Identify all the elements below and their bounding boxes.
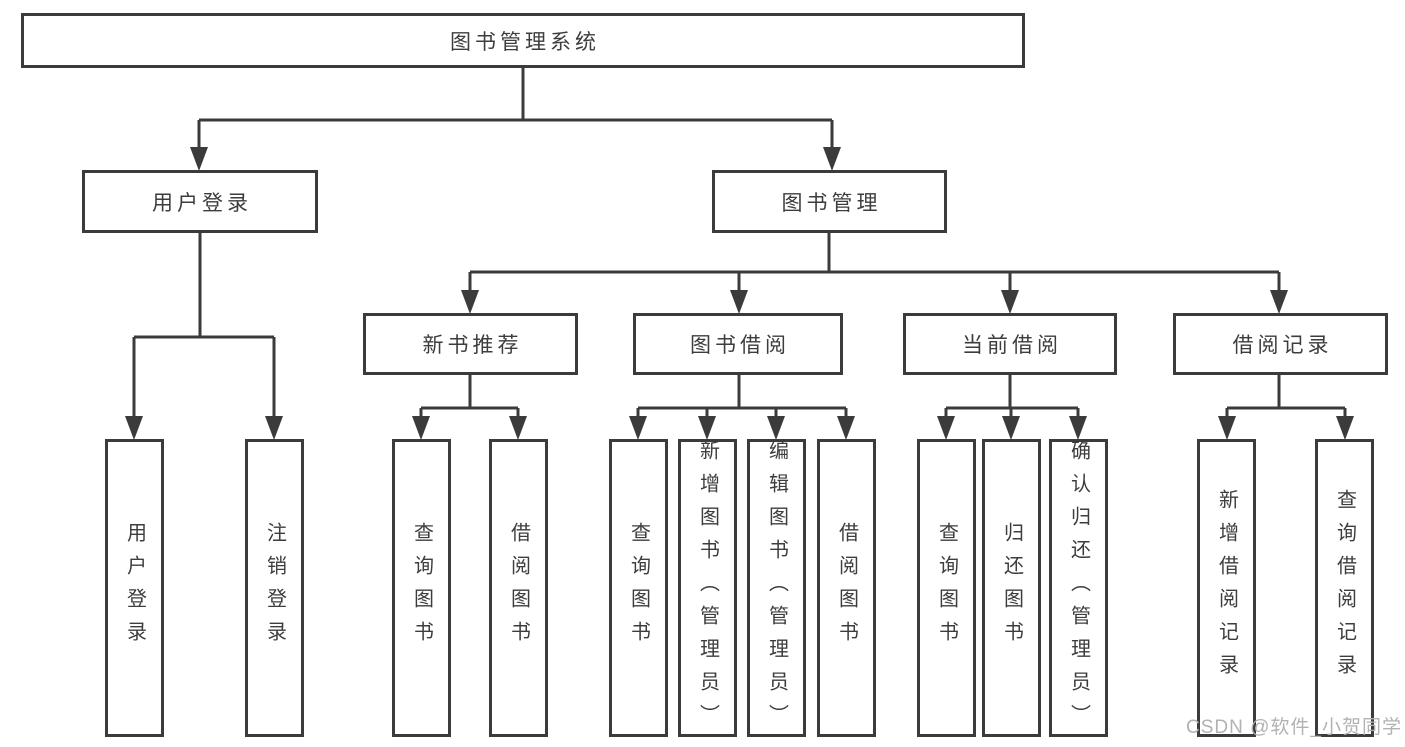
connector-root xyxy=(197,68,834,150)
leaf-current-search-books: 查询图书 xyxy=(917,439,976,737)
arrow-down-icon xyxy=(823,147,841,171)
arrow-down-icon xyxy=(1002,416,1020,440)
leaf-confirm-return-admin: 确认归还（管理员） xyxy=(1049,439,1108,737)
leaf-add-books-admin: 新增图书（管理员） xyxy=(678,439,737,737)
leaf-add-borrow-record-label: 新增借阅记录 xyxy=(1215,489,1238,687)
leaf-current-search-books-label: 查询图书 xyxy=(935,522,958,654)
node-user-login: 用户登录 xyxy=(82,170,318,233)
arrow-down-icon xyxy=(1218,416,1236,440)
leaf-borrowing-search-books: 查询图书 xyxy=(609,439,668,737)
csdn-watermark: CSDN @软件_小贺同学 xyxy=(1186,717,1402,738)
node-book-borrowing-label: 图书借阅 xyxy=(690,334,790,357)
node-new-book-recommend: 新书推荐 xyxy=(363,313,578,375)
arrow-down-icon xyxy=(1270,290,1288,314)
connector-borrowing-records xyxy=(1225,375,1347,418)
arrow-down-icon xyxy=(629,416,647,440)
leaf-add-borrow-record: 新增借阅记录 xyxy=(1197,439,1256,737)
connector-current-borrowing xyxy=(944,375,1080,418)
arrow-down-icon xyxy=(937,416,955,440)
leaf-edit-books-admin: 编辑图书（管理员） xyxy=(747,439,806,737)
leaf-borrowing-search-books-label: 查询图书 xyxy=(627,522,650,654)
arrow-down-icon xyxy=(1336,416,1354,440)
arrow-down-icon xyxy=(125,416,143,440)
node-borrowing-records: 借阅记录 xyxy=(1173,313,1388,375)
leaf-add-books-admin-label: 新增图书（管理员） xyxy=(696,439,719,737)
node-new-book-recommend-label: 新书推荐 xyxy=(422,334,523,357)
leaf-edit-books-admin-label: 编辑图书（管理员） xyxy=(765,439,788,737)
node-current-borrowing: 当前借阅 xyxy=(903,313,1117,375)
arrow-down-icon xyxy=(190,147,208,171)
node-root-label: 图书管理系统 xyxy=(450,30,600,54)
leaf-return-books: 归还图书 xyxy=(982,439,1041,737)
connector-book-management xyxy=(468,233,1281,293)
connector-new-book-recommend xyxy=(419,375,520,418)
leaf-user-login: 用户登录 xyxy=(105,439,164,737)
node-borrowing-records-label: 借阅记录 xyxy=(1232,334,1333,357)
node-book-management-label: 图书管理 xyxy=(781,191,882,215)
arrowhead-icons xyxy=(125,147,1354,440)
leaf-return-books-label: 归还图书 xyxy=(1000,522,1023,654)
arrow-down-icon xyxy=(730,290,748,314)
node-book-management: 图书管理 xyxy=(712,170,947,233)
arrow-down-icon xyxy=(1001,290,1019,314)
leaf-recommend-search-books-label: 查询图书 xyxy=(410,522,433,654)
node-current-borrowing-label: 当前借阅 xyxy=(962,334,1062,357)
leaf-recommend-search-books: 查询图书 xyxy=(392,439,451,737)
leaf-logout: 注销登录 xyxy=(245,439,304,737)
node-user-login-label: 用户登录 xyxy=(152,191,252,215)
arrow-down-icon xyxy=(461,290,479,314)
leaf-confirm-return-admin-label: 确认归还（管理员） xyxy=(1067,439,1090,737)
leaf-recommend-borrow-books: 借阅图书 xyxy=(489,439,548,737)
connector-book-borrowing xyxy=(636,375,848,418)
connector-user-login xyxy=(132,233,276,418)
leaf-borrowing-borrow-books-label: 借阅图书 xyxy=(835,522,858,654)
arrow-down-icon xyxy=(1069,416,1087,440)
node-root: 图书管理系统 xyxy=(21,13,1025,68)
arrow-down-icon xyxy=(412,416,430,440)
arrow-down-icon xyxy=(698,416,716,440)
leaf-search-borrow-record: 查询借阅记录 xyxy=(1315,439,1374,737)
leaf-logout-label: 注销登录 xyxy=(263,522,286,654)
arrow-down-icon xyxy=(837,416,855,440)
leaf-search-borrow-record-label: 查询借阅记录 xyxy=(1333,489,1356,687)
arrow-down-icon xyxy=(509,416,527,440)
node-book-borrowing: 图书借阅 xyxy=(633,313,843,375)
leaf-recommend-borrow-books-label: 借阅图书 xyxy=(507,522,530,654)
arrow-down-icon xyxy=(265,416,283,440)
arrow-down-icon xyxy=(767,416,785,440)
leaf-user-login-label: 用户登录 xyxy=(123,522,146,654)
leaf-borrowing-borrow-books: 借阅图书 xyxy=(817,439,876,737)
